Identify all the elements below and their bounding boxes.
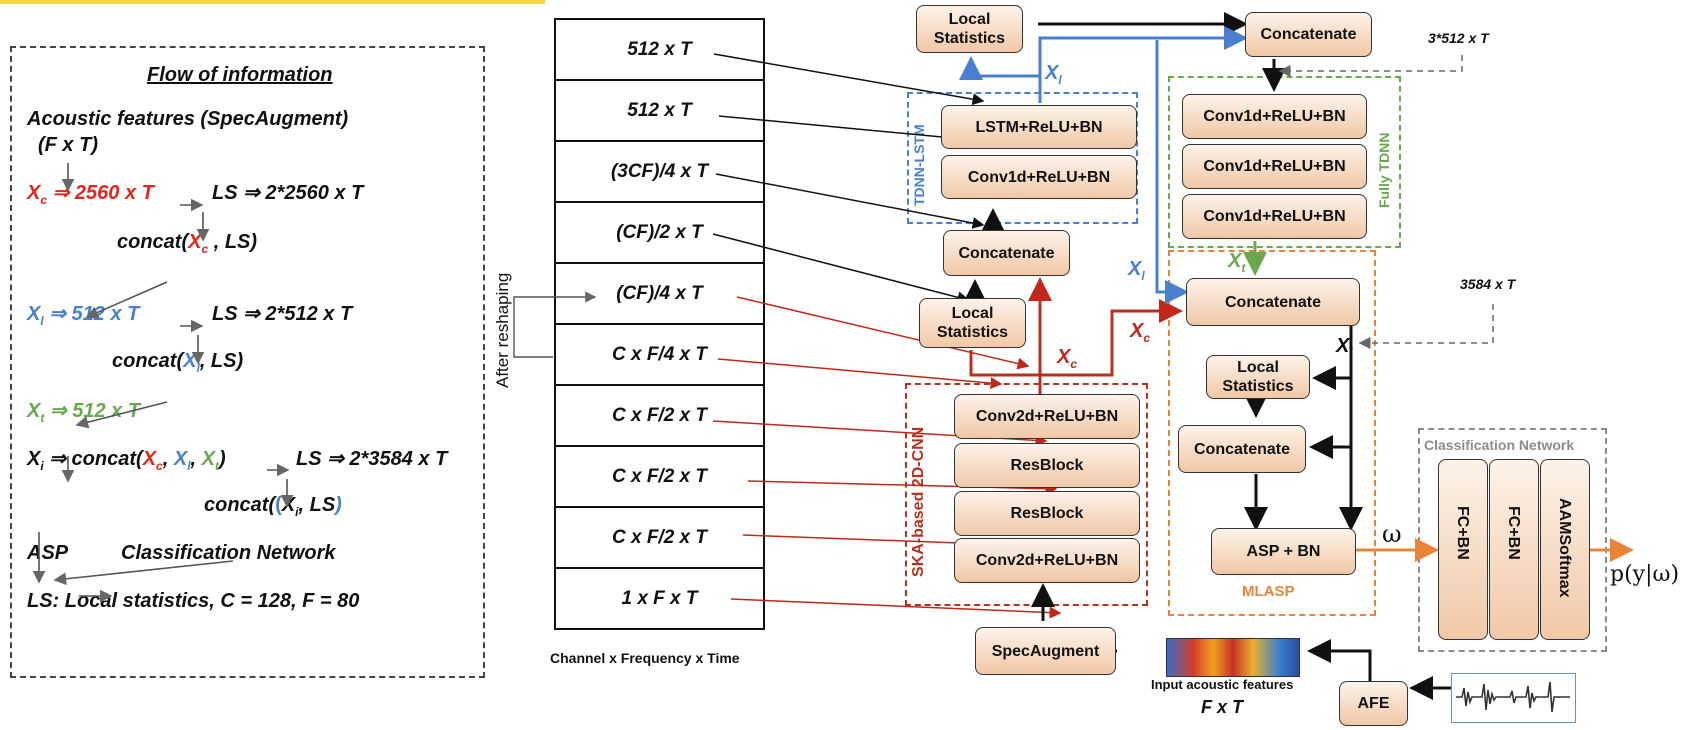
flow-line-ls-3584: LS ⇒ 2*3584 x T <box>296 448 448 470</box>
xc-to-mlasp-arrow <box>1040 299 1183 377</box>
flow-line-asp: ASP <box>27 542 69 564</box>
xl-to-ls-top-arrow <box>959 56 1042 103</box>
stack-cell-7: C x F/2 x T <box>556 386 763 447</box>
conv2d-bottom-box: Conv2d+ReLU+BN <box>954 538 1140 583</box>
flow-line-ls-512: LS ⇒ 2*512 x T <box>212 303 353 325</box>
flow-line-xt: Xt ⇒ 512 x T <box>27 400 141 425</box>
xl-to-concat-mlasp-arrow <box>1155 40 1189 304</box>
concatenate-top-box: Concatenate <box>1245 12 1372 57</box>
stack-cell-5: (CF)/4 x T <box>556 264 763 325</box>
stack-cell-1: 512 x T <box>556 20 763 81</box>
stack-cell-2: 512 x T <box>556 81 763 142</box>
xl-label-mid: Xl <box>1128 258 1145 283</box>
stack-cell-6: C x F/4 x T <box>556 325 763 386</box>
input-features-label: Input acoustic features <box>1151 677 1294 692</box>
specaugment-box: SpecAugment <box>975 627 1116 675</box>
flow-arrow-7 <box>75 401 168 429</box>
flow-line-concat-xl: concat(Xl, LS) <box>112 350 244 375</box>
xc-left-branch <box>969 350 1040 377</box>
conv1d-tdnn-box-1: Conv1d+ReLU+BN <box>1182 94 1367 139</box>
stack-arrow-5 <box>736 296 1030 370</box>
xl-label-top: Xl <box>1045 62 1062 87</box>
flow-line-acoustic: Acoustic features (SpecAugment) <box>27 108 349 130</box>
conv2d-top-box: Conv2d+ReLU+BN <box>954 394 1140 439</box>
flow-arrow-12 <box>53 560 234 586</box>
stack-arrow-4 <box>712 233 970 304</box>
classification-network-label: Classification Network <box>1424 437 1575 453</box>
flow-line-xi: Xi ⇒ concat(Xc, Xl, Xt) <box>27 448 226 473</box>
stack-arrow-3 <box>715 173 985 229</box>
flow-panel <box>10 46 485 678</box>
dim-3x512-callout <box>1278 55 1463 77</box>
stack-cell-8: C x F/2 x T <box>556 447 763 508</box>
ska-cnn-group <box>905 383 1148 606</box>
spectrogram-image <box>1166 638 1300 677</box>
aam-softmax-box: AAMSoftmax <box>1540 459 1590 640</box>
feature-dimension-stack: 512 x T 512 x T (3CF)/4 x T (CF)/2 x T (… <box>554 18 765 630</box>
local-statistics-top-box: Local Statistics <box>916 5 1023 53</box>
flow-arrow-4 <box>85 281 168 319</box>
input-dims-label: F x T <box>1201 697 1244 717</box>
stack-arrow-10 <box>730 598 1062 619</box>
concatenate-mid-box: Concatenate <box>943 230 1070 276</box>
local-statistics-mid-box: Local Statistics <box>919 298 1026 348</box>
tdnn-lstm-group <box>907 92 1138 224</box>
flow-line-classification: Classification Network <box>121 542 336 564</box>
xi-label: Xi <box>1336 335 1353 360</box>
stack-arrow-6 <box>717 358 1003 390</box>
top-accent-bar <box>0 0 545 4</box>
stack-caption: Channel x Frequency x Time <box>550 650 740 666</box>
stack-cell-3: (3CF)/4 x T <box>556 142 763 203</box>
stack-cell-9: C x F/2 x T <box>556 508 763 569</box>
xc-label-right: Xc <box>1130 320 1151 345</box>
dim-3584-label: 3584 x T <box>1460 276 1516 292</box>
xl-to-concat-top-arrow <box>1038 26 1248 76</box>
xc-label-left: Xc <box>1057 346 1078 371</box>
afe-box: AFE <box>1339 681 1408 726</box>
stack-cell-4: (CF)/2 x T <box>556 203 763 264</box>
stack-cell-10: 1 x F x T <box>621 587 698 609</box>
conv1d-tdnn-box-3: Conv1d+ReLU+BN <box>1182 194 1367 239</box>
conv1d-tdnn-lstm-box: Conv1d+ReLU+BN <box>941 155 1137 199</box>
dim-3584-callout <box>1358 304 1494 349</box>
mlasp-group <box>1168 250 1376 616</box>
dim-3x512-label: 3*512 x T <box>1428 30 1489 46</box>
concatenate-mlasp2-box: Concatenate <box>1178 425 1306 473</box>
omega-label: ω <box>1382 520 1402 548</box>
output-probability-label: p(y|ω) <box>1610 562 1680 587</box>
mlasp-label: MLASP <box>1242 583 1295 600</box>
resblock-2-box: ResBlock <box>954 491 1140 536</box>
flow-line-concat-xc: concat(Xc , LS) <box>117 231 258 256</box>
resblock-1-box: ResBlock <box>954 443 1140 488</box>
fc-bn-box-2: FC+BN <box>1489 459 1539 640</box>
afe-to-input-arrow <box>1307 639 1372 683</box>
asp-bn-box: ASP + BN <box>1211 528 1356 575</box>
concatenate-mlasp-box: Concatenate <box>1186 278 1360 326</box>
flow-line-xc: Xc ⇒ 2560 x T <box>27 182 154 207</box>
flow-line-ls-2560: LS ⇒ 2*2560 x T <box>212 182 364 204</box>
flow-title: Flow of information <box>147 64 333 86</box>
waveform-image <box>1451 673 1576 723</box>
stack-arrow-1 <box>713 53 985 106</box>
lstm-relu-bn-box: LSTM+ReLU+BN <box>941 105 1137 149</box>
conv1d-tdnn-box-2: Conv1d+ReLU+BN <box>1182 144 1367 189</box>
stack-arrow-2 <box>718 115 976 145</box>
xt-label: Xt <box>1228 250 1246 275</box>
local-statistics-mlasp-box: Local Statistics <box>1206 355 1310 399</box>
flow-line-fxt: (F x T) <box>38 134 98 156</box>
fc-bn-box-1: FC+BN <box>1438 459 1488 640</box>
after-reshaping-bracket <box>513 291 597 358</box>
